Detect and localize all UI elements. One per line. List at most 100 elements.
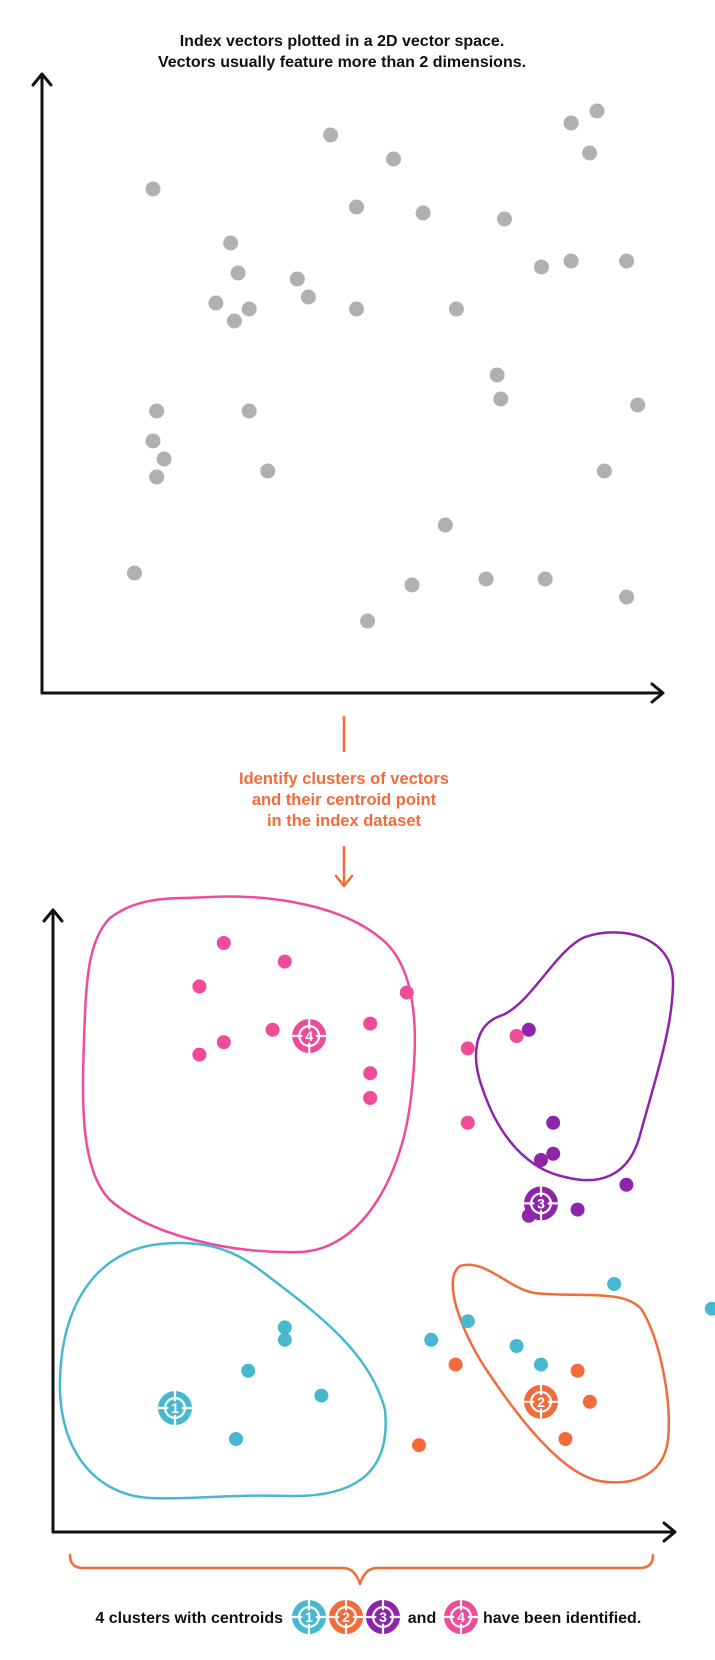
- vector-point: [156, 451, 172, 467]
- cluster-4-point: [460, 1115, 475, 1130]
- centroid-1-icon: 1: [157, 1390, 193, 1426]
- vector-point: [360, 613, 376, 629]
- vector-point: [534, 259, 549, 275]
- vector-point: [448, 301, 464, 317]
- cluster-1-point: [460, 1314, 475, 1329]
- svg-text:4: 4: [305, 1028, 313, 1044]
- vector-point: [149, 469, 165, 485]
- vector-point: [589, 103, 605, 119]
- vector-point: [437, 517, 453, 533]
- bottom-plot-axes: [42, 908, 677, 1543]
- top-plot-axes: [31, 72, 665, 704]
- cluster-4-point: [363, 1066, 378, 1081]
- bottom-x-axis-arrow: [662, 1521, 677, 1543]
- cluster-2-point: [558, 1432, 573, 1446]
- cluster-3-point: [546, 1115, 561, 1130]
- vector-point: [241, 301, 257, 317]
- vector-point: [537, 571, 553, 587]
- cluster-4-point: [277, 954, 292, 969]
- cluster-3-point: [521, 1022, 536, 1037]
- svg-text:2: 2: [537, 1394, 545, 1410]
- cluster-1-point: [241, 1363, 256, 1378]
- vector-point: [596, 463, 612, 479]
- title-line-1: Index vectors plotted in a 2D vector spa…: [180, 33, 505, 50]
- step-down-arrow-icon: [334, 874, 354, 888]
- summary-centroid-3-icon: 3: [365, 1599, 401, 1635]
- vector-point: [323, 127, 339, 143]
- cluster-1-point: [229, 1432, 243, 1446]
- bottom-y-axis-arrow: [42, 908, 64, 923]
- cluster-4-point: [399, 985, 414, 1000]
- cluster-4-point: [363, 1091, 378, 1105]
- cluster-3-point: [534, 1153, 548, 1167]
- cluster-4-point: [192, 1047, 207, 1062]
- summary-centroid-2-icon: 2: [328, 1599, 364, 1635]
- summary-suffix: have been identified.: [483, 1610, 641, 1627]
- cluster-4-point: [192, 979, 207, 994]
- top-x-axis-arrow: [650, 682, 665, 704]
- vector-point: [349, 301, 364, 317]
- vector-point: [563, 115, 579, 131]
- cluster-1-point: [534, 1357, 548, 1372]
- top-y-axis-arrow: [31, 72, 53, 87]
- vector-point: [563, 253, 579, 269]
- step-label-line-3: in the index dataset: [267, 812, 422, 830]
- cluster-1-point: [277, 1332, 292, 1347]
- step-connector: [334, 716, 354, 888]
- cluster-4-point: [460, 1041, 475, 1056]
- cluster-4-point: [363, 1016, 378, 1031]
- cluster-2-point: [570, 1363, 585, 1378]
- centroid-2-icon: 2: [523, 1384, 559, 1420]
- svg-text:3: 3: [379, 1609, 387, 1625]
- summary-prefix: 4 clusters with centroids: [95, 1610, 283, 1627]
- vector-point: [223, 235, 239, 251]
- vector-point: [145, 181, 161, 197]
- vector-point: [230, 265, 246, 281]
- step-label-line-2: and their centroid point: [252, 791, 437, 809]
- step-label-line-1: Identify clusters of vectors: [239, 770, 449, 788]
- cluster-1-point: [607, 1277, 622, 1291]
- vector-point: [415, 205, 431, 221]
- cluster-4-point: [216, 936, 231, 950]
- cluster-centroids: 1 2 3 4: [157, 1018, 559, 1426]
- cluster-1-point: [424, 1332, 439, 1347]
- cluster-2-point: [412, 1438, 426, 1453]
- cluster-3-point: [570, 1202, 585, 1217]
- vector-point: [145, 433, 161, 449]
- index-vector-points: [127, 103, 646, 629]
- vector-point: [289, 271, 305, 287]
- cluster-3-point: [619, 1177, 634, 1192]
- vector-point: [478, 571, 494, 587]
- vector-point: [404, 577, 420, 593]
- cluster-1-point: [704, 1301, 715, 1316]
- vector-point: [226, 313, 242, 329]
- vector-point: [489, 367, 505, 383]
- vector-point: [241, 403, 257, 419]
- cluster-points: [192, 936, 715, 1453]
- svg-text:1: 1: [305, 1609, 313, 1625]
- vector-point: [386, 151, 401, 167]
- cluster-4-boundary: [81, 895, 417, 1254]
- vector-point: [619, 589, 635, 605]
- summary-centroid-4-icon: 4: [443, 1599, 479, 1635]
- cluster-4-point: [509, 1029, 524, 1043]
- cluster-1-boundary: [58, 1241, 387, 1500]
- cluster-1-point: [314, 1388, 329, 1403]
- vector-point: [300, 289, 316, 305]
- vector-point: [493, 391, 509, 407]
- vector-point: [582, 145, 598, 161]
- centroid-4-icon: 4: [291, 1018, 327, 1054]
- cluster-2-point: [582, 1394, 597, 1409]
- centroid-3-icon: 3: [523, 1186, 559, 1221]
- cluster-4-point: [265, 1022, 280, 1037]
- summary-brace: [68, 1553, 655, 1586]
- vector-point: [149, 403, 165, 419]
- vector-point: [208, 295, 224, 311]
- svg-text:4: 4: [457, 1609, 465, 1625]
- cluster-4-point: [216, 1035, 231, 1050]
- vector-point: [630, 397, 646, 413]
- summary-and: and: [408, 1610, 436, 1627]
- cluster-2-boundary: [451, 1263, 670, 1484]
